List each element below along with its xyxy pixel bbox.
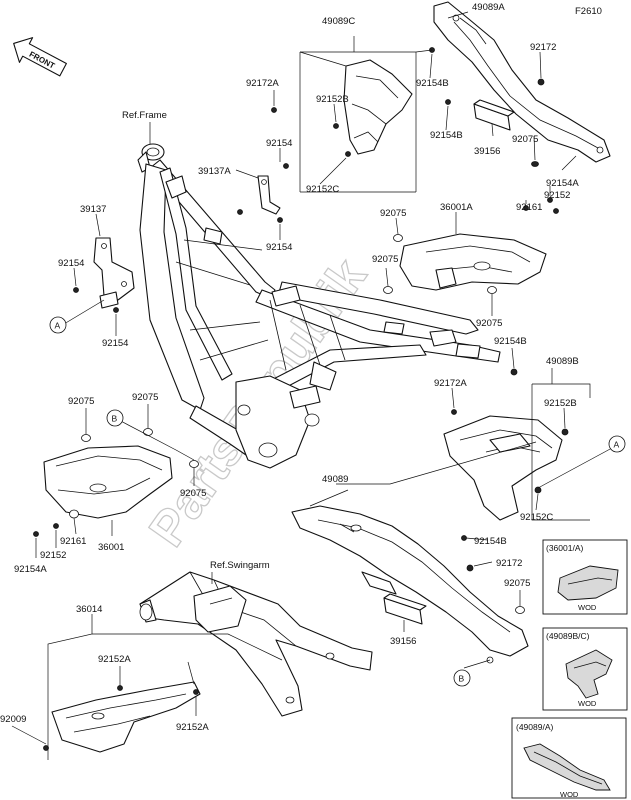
label-36001A: 36001A xyxy=(440,202,473,213)
label-92152A-a: 92152A xyxy=(98,654,131,665)
label-49089A: 49089A xyxy=(472,2,505,13)
label-39156-low: 39156 xyxy=(390,636,416,647)
label-92075-low: 92075 xyxy=(504,578,530,589)
fasteners xyxy=(33,47,569,751)
label-92152A-b: 92152A xyxy=(176,722,209,733)
diagram-code: F2610 xyxy=(575,6,602,17)
inset-title: (49089/A) xyxy=(516,722,553,732)
inset-caption: WOD xyxy=(578,603,597,612)
label-92172-low: 92172 xyxy=(496,558,522,569)
callout-b-lower: B xyxy=(453,669,471,687)
cover-49089C xyxy=(343,59,413,155)
label-92161-left: 92161 xyxy=(60,536,86,547)
label-92152C-low: 92152C xyxy=(520,512,553,523)
label-92152C-top: 92152C xyxy=(306,184,339,195)
label-49089B: 49089B xyxy=(546,356,579,367)
label-92154B-top: 92154B xyxy=(416,78,449,89)
frame xyxy=(137,143,501,469)
bracket-39137A xyxy=(257,175,281,215)
label-92154B-mid: 92154B xyxy=(430,130,463,141)
callout-a-right: A xyxy=(608,435,626,453)
svg-text:B: B xyxy=(459,674,465,684)
svg-text:A: A xyxy=(55,321,61,331)
label-92172-top: 92172 xyxy=(530,42,556,53)
label-92154-a: 92154 xyxy=(266,138,292,149)
label-36001: 36001 xyxy=(98,542,124,553)
front-arrow-icon: FRONT xyxy=(13,37,67,77)
label-92152B-top: 92152B xyxy=(316,94,349,105)
guard-36014 xyxy=(51,681,201,753)
label-39156-top: 39156 xyxy=(474,146,500,157)
ref-frame-label: Ref.Frame xyxy=(122,110,167,121)
label-92075-top: 92075 xyxy=(512,134,538,145)
label-92152B-right: 92152B xyxy=(544,398,577,409)
inset-caption: WOD xyxy=(578,699,597,708)
cover-49089A xyxy=(433,1,611,163)
label-92075-l2: 92075 xyxy=(132,392,158,403)
part-labels: 49089C 49089A 92172 92172A 92154B 92152B… xyxy=(0,2,579,733)
label-92154B-right: 92154B xyxy=(494,336,527,347)
label-92075-l1: 92075 xyxy=(68,396,94,407)
bracket-39137 xyxy=(93,237,135,309)
label-36014: 36014 xyxy=(76,604,102,615)
inset-49089A: (49089/A) WOD xyxy=(511,717,627,799)
label-92152-left: 92152 xyxy=(40,550,66,561)
label-92154-b: 92154 xyxy=(266,242,292,253)
inset-36001A: (36001/A) WOD xyxy=(542,539,628,615)
swingarm xyxy=(139,571,373,717)
label-92075-l3: 92075 xyxy=(180,488,206,499)
pad-39156-low xyxy=(383,593,427,625)
cover-49089B xyxy=(443,415,563,521)
callout-a-top: A xyxy=(49,316,67,334)
label-92154A-right: 92154A xyxy=(546,178,579,189)
label-92154-d: 92154 xyxy=(102,338,128,349)
svg-text:B: B xyxy=(112,414,118,424)
label-92009: 92009 xyxy=(0,714,26,725)
label-39137A: 39137A xyxy=(198,166,231,177)
label-92075-e: 92075 xyxy=(476,318,502,329)
label-92154B-low: 92154B xyxy=(474,536,507,547)
label-92075-d: 92075 xyxy=(372,254,398,265)
label-92154A-left: 92154A xyxy=(14,564,47,575)
pad-39156-top xyxy=(473,99,515,131)
label-49089C: 49089C xyxy=(322,16,355,27)
label-39137: 39137 xyxy=(80,204,106,215)
ref-swingarm-label: Ref.Swingarm xyxy=(210,560,270,571)
label-92075-c: 92075 xyxy=(380,208,406,219)
inset-caption: WOD xyxy=(560,790,579,799)
label-92161-right: 92161 xyxy=(516,202,542,213)
label-92172A-top: 92172A xyxy=(246,78,279,89)
inset-title: (36001/A) xyxy=(546,543,583,553)
inset-title: (49089B/C) xyxy=(546,631,590,641)
cover-36001A xyxy=(399,233,547,291)
label-92152-right: 92152 xyxy=(544,190,570,201)
svg-text:A: A xyxy=(614,440,620,450)
inset-49089BC: (49089B/C) WOD xyxy=(542,627,628,711)
callout-b-left: B xyxy=(106,409,124,427)
cover-36001 xyxy=(43,445,173,519)
cover-49089 xyxy=(291,505,529,664)
label-49089: 49089 xyxy=(322,474,348,485)
label-92172A-mid: 92172A xyxy=(434,378,467,389)
leader-lines xyxy=(11,11,613,760)
label-92154-c: 92154 xyxy=(58,258,84,269)
